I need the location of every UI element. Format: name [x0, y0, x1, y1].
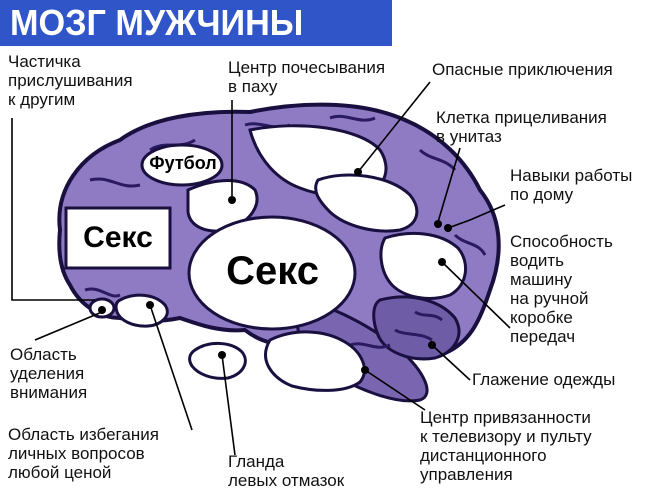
region-excuses — [188, 342, 247, 380]
region-sex-small-label: Секс — [83, 221, 153, 254]
label-aim: Клетка прицеливания в унитаз — [436, 108, 607, 146]
label-listening: Частичка прислушивания к другим — [8, 52, 133, 109]
label-ironing: Глажение одежды — [472, 370, 616, 389]
region-scratch — [186, 179, 259, 233]
region-football-label: Футбол — [149, 153, 217, 173]
label-excuses: Гланда левых отмазок — [228, 452, 345, 490]
region-sex-large-label: Секс — [226, 249, 319, 293]
region-sex-large — [187, 215, 357, 331]
label-housework: Навыки работы по дому — [510, 166, 633, 204]
cerebellum — [372, 295, 461, 361]
region-avoid — [114, 293, 169, 328]
label-tv: Центр привязанности к телевизору и пульт… — [420, 408, 592, 484]
region-football — [140, 143, 224, 187]
region-aim — [314, 173, 419, 233]
region-tv — [264, 330, 366, 392]
label-driving: Способность водить машину на ручной коро… — [510, 232, 613, 346]
label-avoid: Область избегания личных вопросов любой … — [8, 425, 159, 482]
region-sex-small — [64, 206, 172, 270]
title-banner: МОЗГ МУЖЧИНЫ — [0, 0, 392, 46]
label-scratch: Центр почесывания в паху — [228, 58, 386, 96]
leader-lines — [11, 81, 511, 456]
region-driving — [379, 231, 467, 300]
title-text: МОЗГ МУЖЧИНЫ — [10, 2, 304, 43]
label-danger: Опасные приключения — [432, 60, 613, 79]
leader-dots — [98, 168, 452, 374]
brain-folds — [74, 114, 487, 349]
label-attention: Область уделения внимания — [10, 345, 88, 402]
